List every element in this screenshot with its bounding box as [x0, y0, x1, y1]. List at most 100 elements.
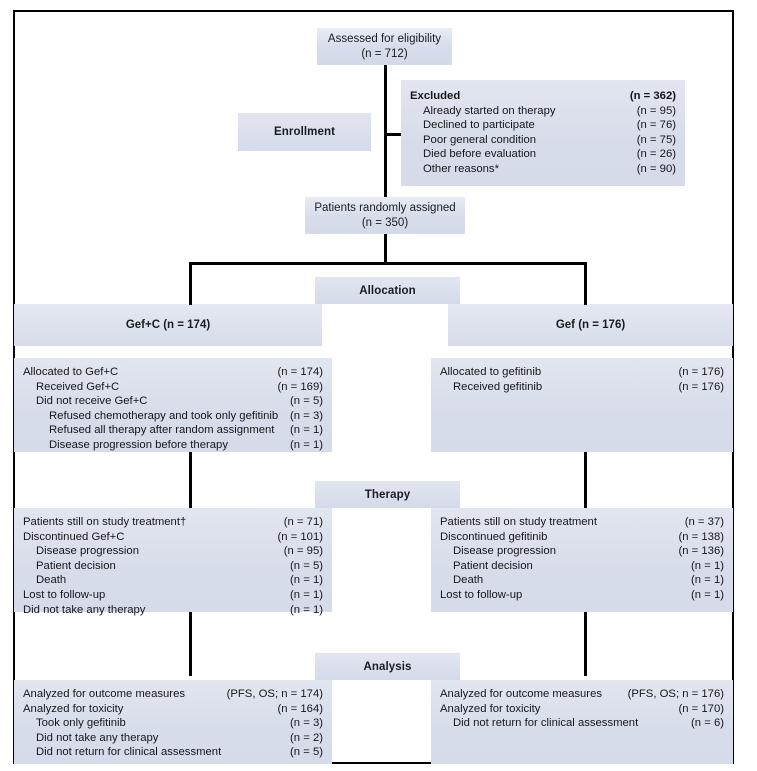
row-label: Analyzed for toxicity	[440, 702, 541, 715]
therapy-right-row: Patients still on study treatment (n = 3…	[440, 515, 724, 530]
excluded-row-label: Other reasons*	[423, 162, 499, 175]
therapy-right-row: Lost to follow-up (n = 1)	[440, 588, 724, 603]
excluded-row-label: Already started on therapy	[423, 104, 556, 117]
connector-right-alloc-to-therapy	[584, 452, 587, 508]
therapy-right-row: Patient decision (n = 1)	[440, 559, 724, 574]
therapy-right-box: Patients still on study treatment (n = 3…	[431, 508, 733, 612]
row-value: (n = 3)	[290, 717, 323, 730]
excluded-row: Already started on therapy (n = 95)	[410, 104, 676, 119]
arm-label-left: Gef+C (n = 174)	[14, 304, 322, 346]
excluded-box: Excluded (n = 362) Already started on th…	[401, 80, 685, 186]
excluded-header-label: Excluded	[410, 90, 461, 102]
row-value: (n = 1)	[290, 424, 323, 437]
connector-split-left-overlay	[189, 262, 192, 305]
connector-right-therapy-to-analysis	[584, 612, 587, 676]
therapy-left-row: Patients still on study treatment† (n = …	[23, 515, 323, 530]
row-label: Patient decision	[36, 559, 116, 572]
row-label: Disease progression	[453, 545, 556, 558]
excluded-row-value: (n = 95)	[636, 104, 676, 117]
row-label: Analyzed for outcome measures	[23, 688, 186, 700]
therapy-left-box: Patients still on study treatment† (n = …	[14, 508, 332, 616]
row-value: (n = 1)	[691, 574, 724, 587]
stage-label-therapy: Therapy	[315, 481, 460, 508]
allocation-right-box: Allocated to gefitinib (n = 176) Receive…	[431, 358, 733, 452]
row-value: (PFS, OS; n = 174)	[226, 688, 323, 700]
row-label: Refused all therapy after random assignm…	[49, 424, 275, 437]
therapy-left-row: Patient decision (n = 5)	[23, 559, 323, 574]
enrollment-label-text: Enrollment	[273, 126, 336, 138]
allocation-left-row: Received Gef+C (n = 169)	[23, 380, 323, 395]
row-label: Lost to follow-up	[23, 588, 106, 601]
excluded-row: Poor general condition (n = 75)	[410, 133, 676, 148]
therapy-label-text: Therapy	[364, 488, 411, 501]
excluded-row-value: (n = 26)	[636, 148, 676, 161]
allocation-left-row: Refused all therapy after random assignm…	[23, 423, 323, 438]
row-value: (n = 170)	[678, 702, 724, 715]
row-label: Did not return for clinical assessment	[453, 717, 639, 730]
excluded-row-value: (n = 76)	[636, 119, 676, 132]
row-value: (n = 3)	[290, 409, 323, 422]
excluded-row-label: Declined to participate	[423, 119, 535, 132]
assessed-line-1: Assessed for eligibility	[327, 32, 442, 45]
therapy-right-row: Death (n = 1)	[440, 573, 724, 588]
analysis-left-row: Did not take any therapy (n = 2)	[23, 731, 323, 746]
randomized-line-2: (n = 350)	[361, 216, 409, 229]
excluded-row: Died before evaluation (n = 26)	[410, 147, 676, 162]
stage-label-analysis: Analysis	[315, 653, 460, 680]
allocation-left-row: Refused chemotherapy and took only gefit…	[23, 409, 323, 424]
connector-left-alloc-to-therapy	[189, 452, 192, 508]
therapy-left-row: Discontinued Gef+C (n = 101)	[23, 530, 323, 545]
row-label: Lost to follow-up	[440, 588, 523, 601]
excluded-header-row: Excluded (n = 362)	[410, 89, 676, 104]
row-label: Disease progression before therapy	[49, 438, 228, 451]
row-label: Received Gef+C	[36, 380, 120, 393]
row-value: (n = 71)	[283, 516, 323, 528]
row-label: Took only gefitinib	[36, 717, 126, 730]
connector-assessed-to-excluded	[384, 64, 387, 135]
row-label: Discontinued Gef+C	[23, 530, 125, 543]
row-label: Patient decision	[453, 559, 533, 572]
row-value: (n = 169)	[277, 380, 323, 393]
row-label: Discontinued gefitinib	[440, 530, 548, 543]
excluded-row-label: Died before evaluation	[423, 148, 537, 161]
row-value: (PFS, OS; n = 176)	[627, 688, 724, 700]
allocation-left-row: Did not receive Gef+C (n = 5)	[23, 394, 323, 409]
arm-right-label-text: Gef (n = 176)	[555, 319, 626, 331]
row-label: Analyzed for outcome measures	[440, 688, 603, 700]
arm-bar-notch	[322, 304, 448, 346]
analysis-left-row: Took only gefitinib (n = 3)	[23, 716, 323, 731]
therapy-left-row: Death (n = 1)	[23, 573, 323, 588]
row-value: (n = 1)	[290, 438, 323, 451]
row-value: (n = 1)	[290, 588, 323, 601]
row-value: (n = 1)	[691, 559, 724, 572]
row-value: (n = 164)	[277, 702, 323, 715]
therapy-left-row: Disease progression (n = 95)	[23, 544, 323, 559]
analysis-left-row: Analyzed for outcome measures (PFS, OS; …	[23, 687, 323, 702]
row-label: Death	[36, 574, 67, 587]
allocation-left-row: Allocated to Gef+C (n = 174)	[23, 365, 323, 380]
connector-left-therapy-to-analysis	[189, 612, 192, 676]
randomized-line-1: Patients randomly assigned	[314, 201, 456, 214]
excluded-row: Declined to participate (n = 76)	[410, 118, 676, 133]
excluded-row-value: (n = 75)	[636, 133, 676, 146]
connector-to-excluded-box	[384, 133, 414, 136]
patients-randomly-assigned-box: Patients randomly assigned (n = 350)	[305, 197, 465, 234]
analysis-left-box: Analyzed for outcome measures (PFS, OS; …	[14, 680, 332, 764]
row-label: Allocated to gefitinib	[440, 366, 542, 378]
allocation-right-row: Received gefitinib (n = 176)	[440, 380, 724, 395]
row-value: (n = 176)	[678, 380, 724, 393]
row-value: (n = 176)	[678, 366, 724, 378]
row-label: Patients still on study treatment	[440, 516, 597, 528]
row-value: (n = 101)	[277, 530, 323, 543]
allocation-right-row: Allocated to gefitinib (n = 176)	[440, 365, 724, 380]
row-value: (n = 1)	[691, 588, 724, 601]
arm-label-right: Gef (n = 176)	[448, 304, 733, 346]
therapy-right-row: Disease progression (n = 136)	[440, 544, 724, 559]
connector-assessed-to-randomized	[384, 133, 387, 203]
excluded-row-label: Poor general condition	[423, 133, 537, 146]
row-value: (n = 5)	[290, 395, 323, 408]
allocation-left-row: Disease progression before therapy (n = …	[23, 438, 323, 453]
stage-label-enrollment: Enrollment	[238, 113, 371, 151]
therapy-left-row: Lost to follow-up (n = 1)	[23, 588, 323, 603]
